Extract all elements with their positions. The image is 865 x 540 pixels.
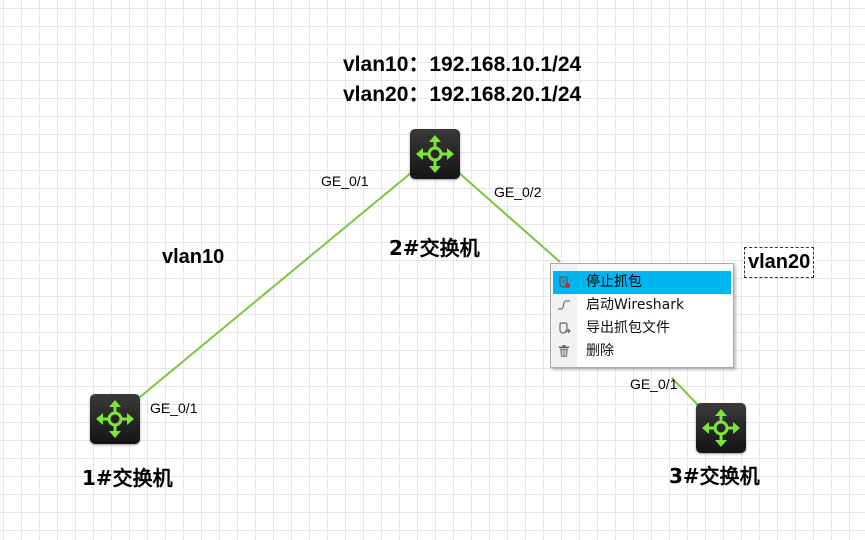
switch-3-label: 3#交换机 — [669, 464, 760, 488]
stop-capture-icon — [557, 275, 571, 289]
wireshark-icon — [557, 298, 571, 312]
menu-label-export-capture: 导出抓包文件 — [586, 320, 670, 336]
switch-3-device[interactable] — [696, 403, 746, 453]
port-label-sw3: GE_0/1 — [630, 376, 678, 392]
menu-item-start-wireshark[interactable]: 启动Wireshark — [551, 294, 733, 317]
switch-1-device[interactable] — [90, 394, 140, 444]
link-context-menu: 停止抓包 启动Wireshark 导出抓包文件 删除 — [550, 263, 734, 368]
menu-item-export-capture[interactable]: 导出抓包文件 — [551, 317, 733, 340]
switch-2-device[interactable] — [410, 129, 460, 179]
switch-1-label: 1#交换机 — [82, 466, 173, 490]
router-icon — [96, 400, 134, 438]
ip-info-line-2: vlan20：192.168.20.1/24 — [343, 83, 582, 106]
export-icon — [557, 321, 571, 335]
router-icon — [416, 135, 454, 173]
vlan20-label[interactable]: vlan20 — [744, 247, 815, 278]
menu-label-stop-capture: 停止抓包 — [586, 274, 642, 290]
switch-2-label: 2#交换机 — [389, 236, 480, 260]
port-label-sw2-left: GE_0/1 — [321, 173, 369, 189]
link-sw2-sw3-lower[interactable] — [671, 377, 699, 406]
trash-icon — [557, 344, 571, 358]
menu-item-delete[interactable]: 删除 — [551, 340, 733, 363]
port-label-sw2-right: GE_0/2 — [494, 184, 542, 200]
link-sw2-sw3[interactable] — [457, 171, 561, 263]
menu-label-delete: 删除 — [586, 343, 614, 359]
router-icon — [702, 409, 740, 447]
ip-info-line-1: vlan10：192.168.10.1/24 — [343, 53, 582, 76]
port-label-sw1: GE_0/1 — [150, 400, 198, 416]
link-sw2-sw1[interactable] — [139, 171, 413, 398]
vlan10-label[interactable]: vlan10 — [162, 246, 225, 268]
menu-label-start-wireshark: 启动Wireshark — [586, 297, 685, 313]
menu-item-stop-capture[interactable]: 停止抓包 — [553, 271, 731, 294]
